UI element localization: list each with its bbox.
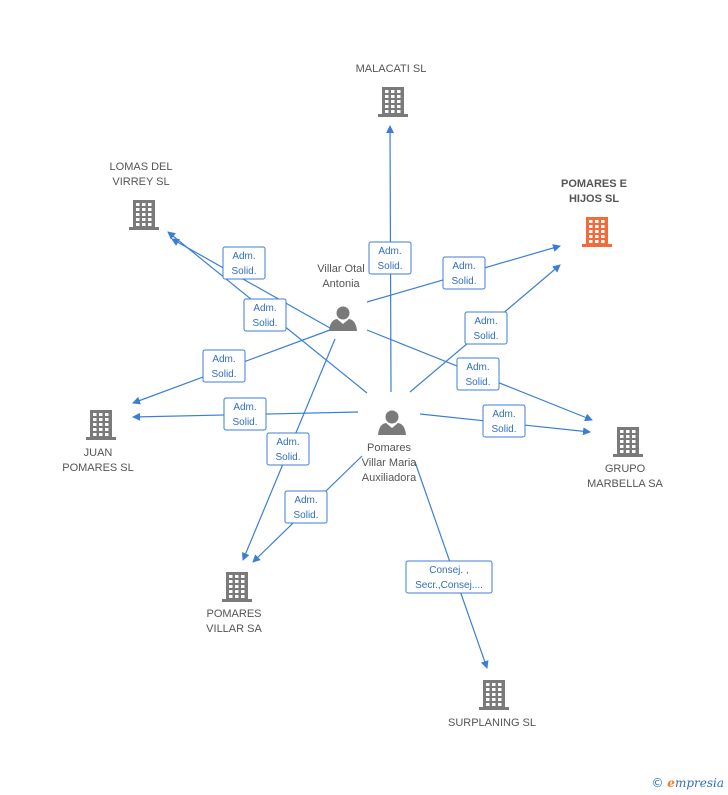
edge-label-pomares_maria-to-malacati[interactable]: Adm. Solid. [368, 241, 412, 275]
edge-label-box [243, 298, 287, 332]
edge-label-line: Adm. [492, 409, 515, 420]
edge-label-box [405, 560, 493, 594]
building-icon [86, 410, 116, 440]
nodes-layer: MALACATI SL LOMAS DEL VIRREY SL POMARES E HI… [62, 63, 663, 729]
edge-label-box [266, 432, 310, 466]
edge-label-line: Adm. [253, 303, 276, 314]
node-label-line: GRUPO [605, 463, 646, 475]
node-label-line: HIJOS SL [569, 193, 619, 205]
node-label-line: MALACATI SL [356, 63, 427, 75]
edge-label-line: Adm. [232, 251, 255, 262]
building-icon [479, 680, 509, 710]
edge-label-pomares_maria-to-lomas[interactable]: Adm. Solid. [243, 298, 287, 332]
node-juan[interactable]: JUAN POMARES SL [62, 410, 134, 474]
edge-label-pomares_maria-to-grupo[interactable]: Adm. Solid. [482, 404, 526, 438]
building-icon [613, 427, 643, 457]
building-icon [378, 87, 408, 117]
node-label-line: Villar Maria [362, 457, 418, 469]
edge-label-pomares_maria-to-pomares_hijos[interactable]: Adm. Solid. [464, 311, 508, 345]
edge-label-line: Adm. [466, 362, 489, 373]
edge-pomares_maria-to-lomas [171, 238, 331, 329]
edge-label-box [368, 241, 412, 275]
edge-label-line: Solid. [293, 510, 318, 521]
person-icon [329, 306, 357, 331]
node-grupo[interactable]: GRUPO MARBELLA SA [587, 427, 664, 490]
edge-label-line: Adm. [294, 495, 317, 506]
edge-label-villar-to-juan[interactable]: Adm. Solid. [202, 349, 246, 383]
edge-label-villar-to-pomares_villar[interactable]: Adm. Solid. [266, 432, 310, 466]
edge-label-pomares_maria-to-surplaning[interactable]: Consej. , Secr.,Consej.... [405, 560, 493, 594]
edge-label-line: Adm. [474, 316, 497, 327]
node-label-line: POMARES SL [62, 462, 134, 474]
edge-label-box [202, 349, 246, 383]
edge-label-line: Secr.,Consej.... [415, 580, 483, 591]
brand-logo-e: e [667, 776, 675, 790]
node-label-line: POMARES [206, 608, 261, 620]
edge-label-line: Solid. [473, 331, 498, 342]
edge-label-line: Solid. [231, 266, 256, 277]
edge-label-box [223, 397, 267, 431]
edge-label-line: Solid. [252, 318, 277, 329]
edge-label-box [482, 404, 526, 438]
node-label-line: Pomares [367, 442, 412, 454]
node-malacati[interactable]: MALACATI SL [356, 63, 427, 117]
edge-label-line: Solid. [275, 452, 300, 463]
node-label-line: VILLAR SA [206, 623, 262, 635]
node-label-line: Auxiliadora [362, 472, 417, 484]
edge-label-villar-to-grupo[interactable]: Adm. Solid. [456, 357, 500, 391]
node-pomares-hijos[interactable]: POMARES E HIJOS SL [561, 178, 627, 247]
node-label-line: Villar Otal [317, 263, 364, 275]
edge-label-line: Adm. [276, 437, 299, 448]
node-label-line: POMARES E [561, 178, 627, 190]
edge-label-villar-to-lomas[interactable]: Adm. Solid. [222, 246, 266, 280]
node-surplaning[interactable]: SURPLANING SL [448, 680, 536, 729]
edge-label-line: Adm. [212, 354, 235, 365]
person-icon [378, 410, 406, 435]
edge-label-box [442, 256, 486, 290]
edge-label-line: Adm. [452, 261, 475, 272]
node-label-line: Antonia [322, 278, 360, 290]
edge-label-villar-to-pomares_hijos[interactable]: Adm. Solid. [442, 256, 486, 290]
edge-label-line: Adm. [378, 246, 401, 257]
edge-label-line: Adm. [233, 402, 256, 413]
edges-layer [132, 125, 593, 669]
node-pomares-villar[interactable]: POMARES VILLAR SA [206, 572, 262, 635]
empresia-watermark[interactable]: © empresia [651, 776, 724, 790]
edge-label-line: Solid. [491, 424, 516, 435]
edge-label-line: Solid. [451, 276, 476, 287]
edge-label-line: Solid. [377, 261, 402, 272]
edge-label-pomares_maria-to-pomares_villar[interactable]: Adm. Solid. [284, 490, 328, 524]
node-label-line: JUAN [84, 447, 113, 459]
edge-label-line: Consej. , [429, 565, 468, 576]
building-icon [582, 217, 612, 247]
edge-label-line: Solid. [232, 417, 257, 428]
building-icon [129, 200, 159, 230]
edge-label-box [284, 490, 328, 524]
node-label-line: SURPLANING SL [448, 717, 536, 729]
edge-labels-layer: Adm. Solid. Adm. Solid. Adm. Solid. Adm. Solid.… [202, 241, 526, 594]
edge-label-box [222, 246, 266, 280]
node-label-line: VIRREY SL [112, 176, 169, 188]
edge-label-pomares_maria-to-juan[interactable]: Adm. Solid. [223, 397, 267, 431]
node-lomas[interactable]: LOMAS DEL VIRREY SL [110, 161, 173, 230]
node-label-line: LOMAS DEL [110, 161, 173, 173]
edge-label-box [456, 357, 500, 391]
edge-label-line: Solid. [465, 377, 490, 388]
edge-label-box [464, 311, 508, 345]
brand-name: mpresia [674, 776, 724, 790]
copyright-symbol: © [651, 776, 664, 790]
node-label-line: MARBELLA SA [587, 478, 663, 490]
building-icon [222, 572, 252, 602]
edge-label-line: Solid. [211, 369, 236, 380]
